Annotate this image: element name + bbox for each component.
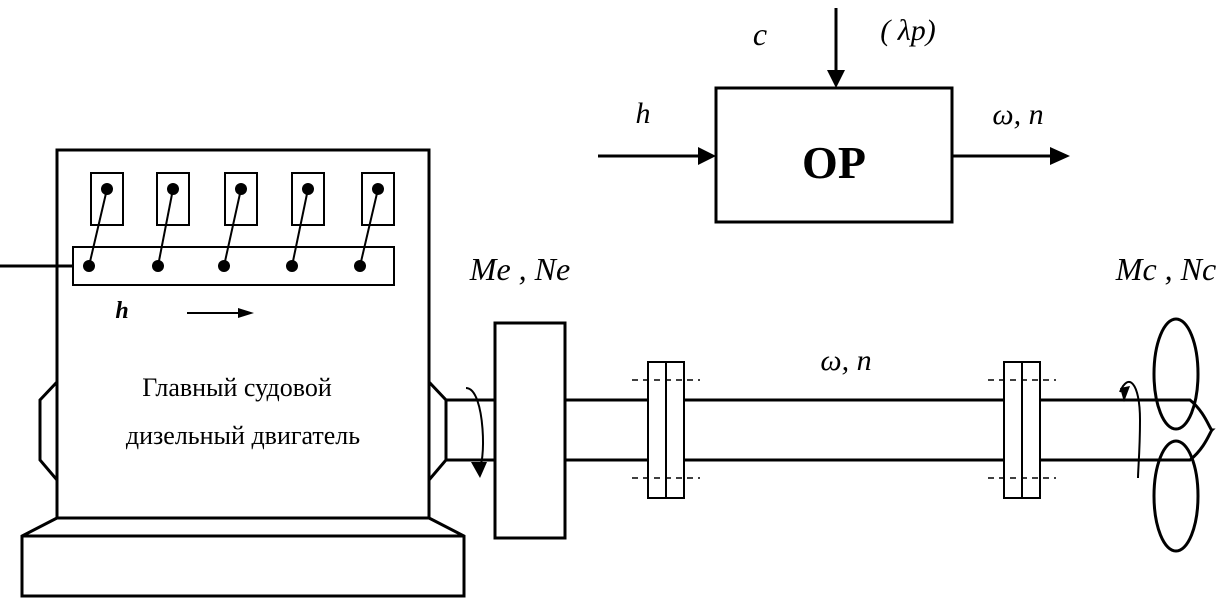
block-label: ОР bbox=[802, 137, 866, 188]
engine-caption-line1: Главный судовой bbox=[142, 373, 332, 402]
block-left-input-arrow bbox=[598, 147, 716, 165]
engine-torque-label: Me , Ne bbox=[469, 251, 570, 287]
block-input-h: h bbox=[636, 97, 651, 130]
propeller-torque-label: Mc , Nc bbox=[1115, 251, 1216, 287]
block-input-lambda: ( λp) bbox=[880, 14, 935, 47]
rack-label-h: h bbox=[115, 298, 128, 324]
propeller-shaft bbox=[565, 398, 1150, 462]
fuel-pumps bbox=[90, 172, 395, 226]
block-input-c: c bbox=[753, 16, 767, 52]
engine-output-shaft bbox=[446, 387, 495, 478]
block-output-omega-n: ω, n bbox=[992, 98, 1043, 131]
shaft-flange-1 bbox=[632, 361, 700, 499]
block-top-input-arrow bbox=[827, 8, 845, 88]
rack-direction-arrow bbox=[187, 308, 254, 318]
fuel-rack bbox=[0, 188, 395, 286]
shaft-flange-2 bbox=[988, 361, 1056, 499]
engine-body bbox=[38, 148, 448, 520]
shaft-speed-label: ω, n bbox=[820, 344, 871, 377]
flywheel-coupling bbox=[493, 321, 567, 540]
control-object-block: ОР bbox=[714, 86, 954, 224]
propeller bbox=[1119, 317, 1216, 553]
block-output-arrow bbox=[952, 147, 1070, 165]
engine-caption-line2: дизельный двигатель bbox=[126, 421, 360, 450]
engine-base bbox=[20, 516, 466, 598]
